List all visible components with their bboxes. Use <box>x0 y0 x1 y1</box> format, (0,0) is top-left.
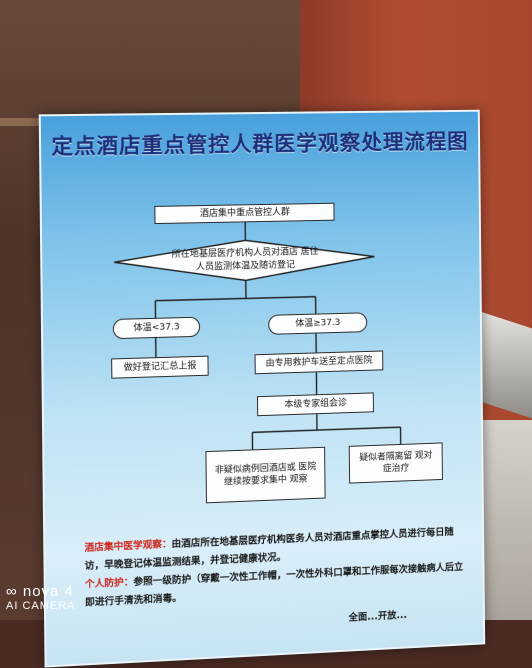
action-ambulance-transfer: 由专用救护车送至定点医院 <box>255 350 384 374</box>
watermark-camera: AI CAMERA <box>6 600 76 612</box>
note-label-protection: 个人防护： <box>85 577 134 590</box>
notes-block: 酒店集中医学观察：由酒店所在地基层医疗机构医务人员对酒店重点掌控人员进行每日随访… <box>84 523 469 613</box>
step-expert-consultation: 本级专家组会诊 <box>257 392 374 416</box>
outcome-non-suspected: 非疑似病例回酒店或 医院继续按要求集中 观察 <box>205 447 325 504</box>
note-label-observation: 酒店集中医学观察： <box>84 539 171 554</box>
branch-temp-high: 体温≥37.3 <box>268 312 367 335</box>
camera-watermark: ∞ nova 4 AI CAMERA <box>6 583 76 612</box>
watermark-logo-icon: ∞ <box>6 583 18 600</box>
outcome-suspected: 疑似者隔离留 观对症治疗 <box>349 442 443 483</box>
action-register-report: 做好登记汇总上报 <box>111 356 209 379</box>
decision-monitoring: 所在地基层医疗机构人员对酒店 居住人员监测体温及随访登记 <box>170 246 320 275</box>
branch-temp-low: 体温<37.3 <box>113 317 200 340</box>
poster-footer-cutoff: 全面...开放... <box>348 607 407 624</box>
step-centralized-group: 酒店集中重点管控人群 <box>154 203 334 224</box>
flowchart-poster: 定点酒店重点管控人群医学观察处理流程图 酒店集中重点管控人群 所在地基层医疗机构… <box>39 110 486 668</box>
watermark-brand: nova 4 <box>23 583 74 600</box>
